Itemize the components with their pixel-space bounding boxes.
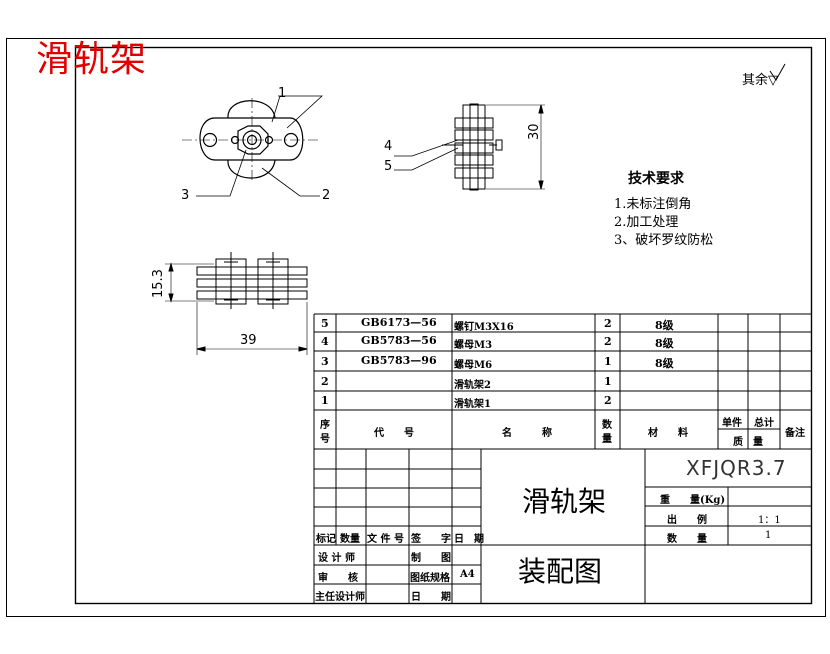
bom-header-mass: 质 量 — [733, 437, 763, 448]
bom-code: GB5783—56 — [361, 334, 437, 347]
tech-title: 技术要求 — [628, 171, 684, 187]
tech-item-1: 1.未标注倒角 — [614, 197, 692, 212]
scale-value: 1：1 — [758, 515, 781, 526]
callout-2: 2 — [322, 188, 331, 203]
tb-sign: 签 字 — [411, 534, 451, 545]
tb-checker: 审 核 — [318, 573, 358, 584]
bom-header-total: 总计 — [754, 418, 774, 429]
bom-material: 8级 — [655, 357, 674, 370]
bom-no: 1 — [321, 394, 329, 407]
tb-draw: 制 图 — [411, 553, 451, 564]
bom-qty: 1 — [604, 375, 612, 388]
header-title: 滑轨架 — [36, 39, 148, 80]
tb-date: 日 期 — [454, 534, 484, 545]
bom-name: 螺钉M3X16 — [454, 322, 514, 333]
bom-no: 2 — [321, 375, 329, 388]
dim-30: 30 — [527, 123, 542, 140]
qty-label: 数 量 — [667, 534, 707, 545]
tb-date2: 日 期 — [411, 592, 451, 603]
bom-header-unit: 单件 — [722, 418, 742, 429]
tb-count: 数量 — [340, 534, 360, 545]
qty-value: 1 — [765, 530, 772, 541]
drawing-type: 装配图 — [518, 555, 603, 588]
bom-name: 滑轨架1 — [454, 399, 491, 410]
side-view-vertical — [442, 103, 545, 191]
bom-table-lines — [313, 313, 811, 604]
dim-39: 39 — [240, 333, 257, 348]
bom-name: 螺母M3 — [454, 340, 493, 351]
part-name: 滑轨架 — [522, 485, 607, 518]
title-block-lines — [314, 449, 811, 604]
bom-code: GB6173—56 — [361, 316, 437, 329]
outer-frame — [6, 38, 826, 617]
callout-3: 3 — [181, 188, 190, 203]
bom-qty: 2 — [604, 317, 612, 330]
bom-qty: 2 — [604, 394, 612, 407]
weight-label: 重 量(Kg) — [660, 495, 726, 506]
tb-sheet-size: A4 — [460, 569, 475, 580]
bom-code: GB5783—96 — [361, 354, 437, 367]
bom-header-qty-1: 数 — [602, 420, 612, 431]
bom-qty: 1 — [604, 355, 612, 368]
inner-frame — [74, 46, 813, 605]
bom-qty: 2 — [604, 335, 612, 348]
bom-header-code: 代 号 — [374, 428, 414, 439]
bom-header-no-2: 号 — [320, 434, 330, 445]
bom-header-qty-2: 量 — [602, 434, 612, 445]
dim-15-3: 15.3 — [151, 269, 166, 298]
finish-note: 其余▽ — [742, 73, 778, 88]
tb-sheet-spec: 图纸规格 — [410, 573, 450, 584]
drawing-code: XFJQR3.7 — [686, 456, 787, 480]
finish-symbol — [769, 63, 786, 81]
bom-name: 滑轨架2 — [454, 380, 491, 391]
scale-label: 出 例 — [667, 515, 707, 526]
bom-no: 3 — [321, 355, 329, 368]
tb-mark: 标记 — [316, 534, 336, 545]
bom-header-no-1: 序 — [320, 420, 330, 431]
bom-name: 螺母M6 — [454, 360, 493, 371]
callout-1: 1 — [278, 86, 287, 101]
bom-no: 4 — [321, 335, 329, 348]
front-view — [165, 252, 308, 355]
tech-item-2: 2.加工处理 — [614, 215, 679, 230]
bom-header-material: 材 料 — [648, 428, 688, 439]
tech-item-3: 3、破坏罗纹防松 — [614, 233, 714, 248]
bom-no: 5 — [321, 317, 329, 330]
callout-5: 5 — [384, 159, 393, 174]
tb-designer: 设 计 师 — [318, 553, 355, 564]
bom-header-name: 名 称 — [502, 428, 552, 439]
bom-header-remark: 备注 — [785, 428, 805, 439]
tb-doc-no: 文 件 号 — [367, 534, 404, 545]
bom-material: 8级 — [655, 337, 674, 350]
callout-4: 4 — [384, 139, 393, 154]
bom-material: 8级 — [655, 319, 674, 332]
top-view — [182, 98, 318, 180]
tb-chief: 主任设计师 — [315, 592, 365, 603]
